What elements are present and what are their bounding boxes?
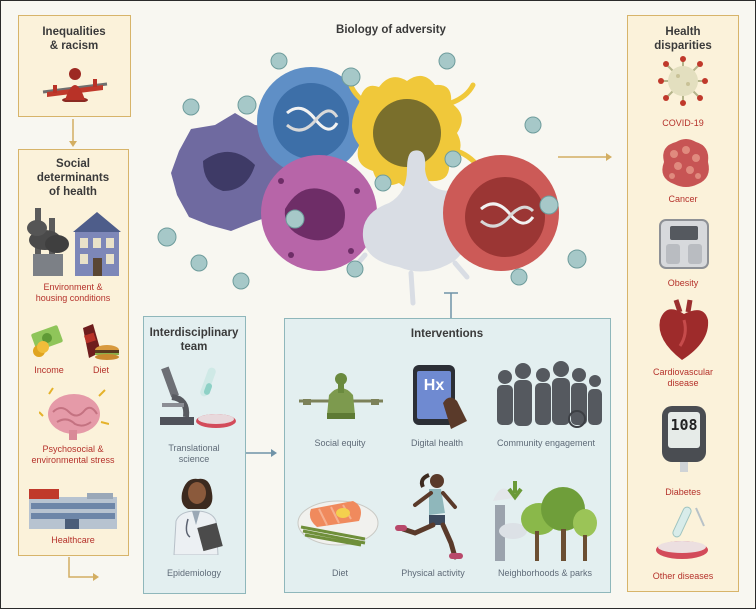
health-disparities-title: Health disparities xyxy=(654,26,712,52)
petri-dish-icon xyxy=(652,504,716,562)
community-engagement-label: Community engagement xyxy=(496,438,596,448)
inequalities-title: Inequalities & racism xyxy=(42,26,106,52)
team-title: Interdisciplinary team xyxy=(149,327,239,353)
digital-health-label: Digital health xyxy=(410,438,464,448)
diet-intervention-label: Diet xyxy=(331,568,348,578)
tablet-icon: Hx xyxy=(409,363,469,431)
social-equity-label: Social equity xyxy=(314,438,366,448)
stress-label: Psychosocial & environmental stress xyxy=(31,444,115,465)
cancer-label: Cancer xyxy=(668,194,698,204)
cardiovascular-label: Cardiovascular disease xyxy=(652,367,714,388)
people-icon xyxy=(493,359,603,429)
trees-icon xyxy=(491,475,597,561)
health-disparities-panel: Health disparities COVID-19 xyxy=(627,15,739,592)
hospital-icon xyxy=(27,485,119,531)
seesaw-icon xyxy=(39,60,111,102)
obesity-label: Obesity xyxy=(667,278,699,288)
money-icon xyxy=(29,325,65,359)
runner-icon xyxy=(389,471,469,561)
brain-icon xyxy=(39,386,109,442)
immune-cells-illustration xyxy=(151,41,611,311)
tablet-text: Hx xyxy=(423,377,445,394)
scale-icon xyxy=(658,218,710,270)
glucose-meter-icon: 108 xyxy=(660,404,708,472)
factory-house-icon xyxy=(23,200,123,280)
biology-title: Biology of adversity xyxy=(336,24,446,36)
meter-reading: 108 xyxy=(670,416,698,434)
social-determinants-title: Social determinants of health xyxy=(36,158,110,198)
balance-icon xyxy=(295,365,387,421)
income-label: Income xyxy=(34,365,64,375)
healthcare-label: Healthcare xyxy=(51,535,95,545)
interdisciplinary-team-panel: Interdisciplinary team Translational sci… xyxy=(143,316,246,594)
soda-burger-icon xyxy=(77,322,121,362)
salmon-plate-icon xyxy=(295,487,381,549)
epidemiology-label: Epidemiology xyxy=(166,568,222,578)
inequalities-panel: Inequalities & racism xyxy=(18,15,131,117)
microscope-icon xyxy=(152,363,238,433)
translational-science-label: Translational science xyxy=(168,443,220,464)
environment-housing-label: Environment & housing conditions xyxy=(35,282,111,303)
diet-left-label: Diet xyxy=(92,365,109,375)
physical-activity-label: Physical activity xyxy=(401,568,465,578)
neighborhoods-parks-label: Neighborhoods & parks xyxy=(497,568,593,578)
interventions-title: Interventions xyxy=(410,328,484,340)
social-determinants-panel: Social determinants of health Environmen… xyxy=(18,149,129,556)
doctor-icon xyxy=(166,475,226,555)
covid-label: COVID-19 xyxy=(662,118,704,128)
interventions-panel: Interventions Social equity Hx Digital h… xyxy=(284,318,611,593)
heart-icon xyxy=(656,298,712,362)
tumor-icon xyxy=(656,136,712,190)
other-diseases-label: Other diseases xyxy=(652,571,714,581)
diabetes-label: Diabetes xyxy=(665,487,701,497)
virus-icon xyxy=(658,56,708,106)
